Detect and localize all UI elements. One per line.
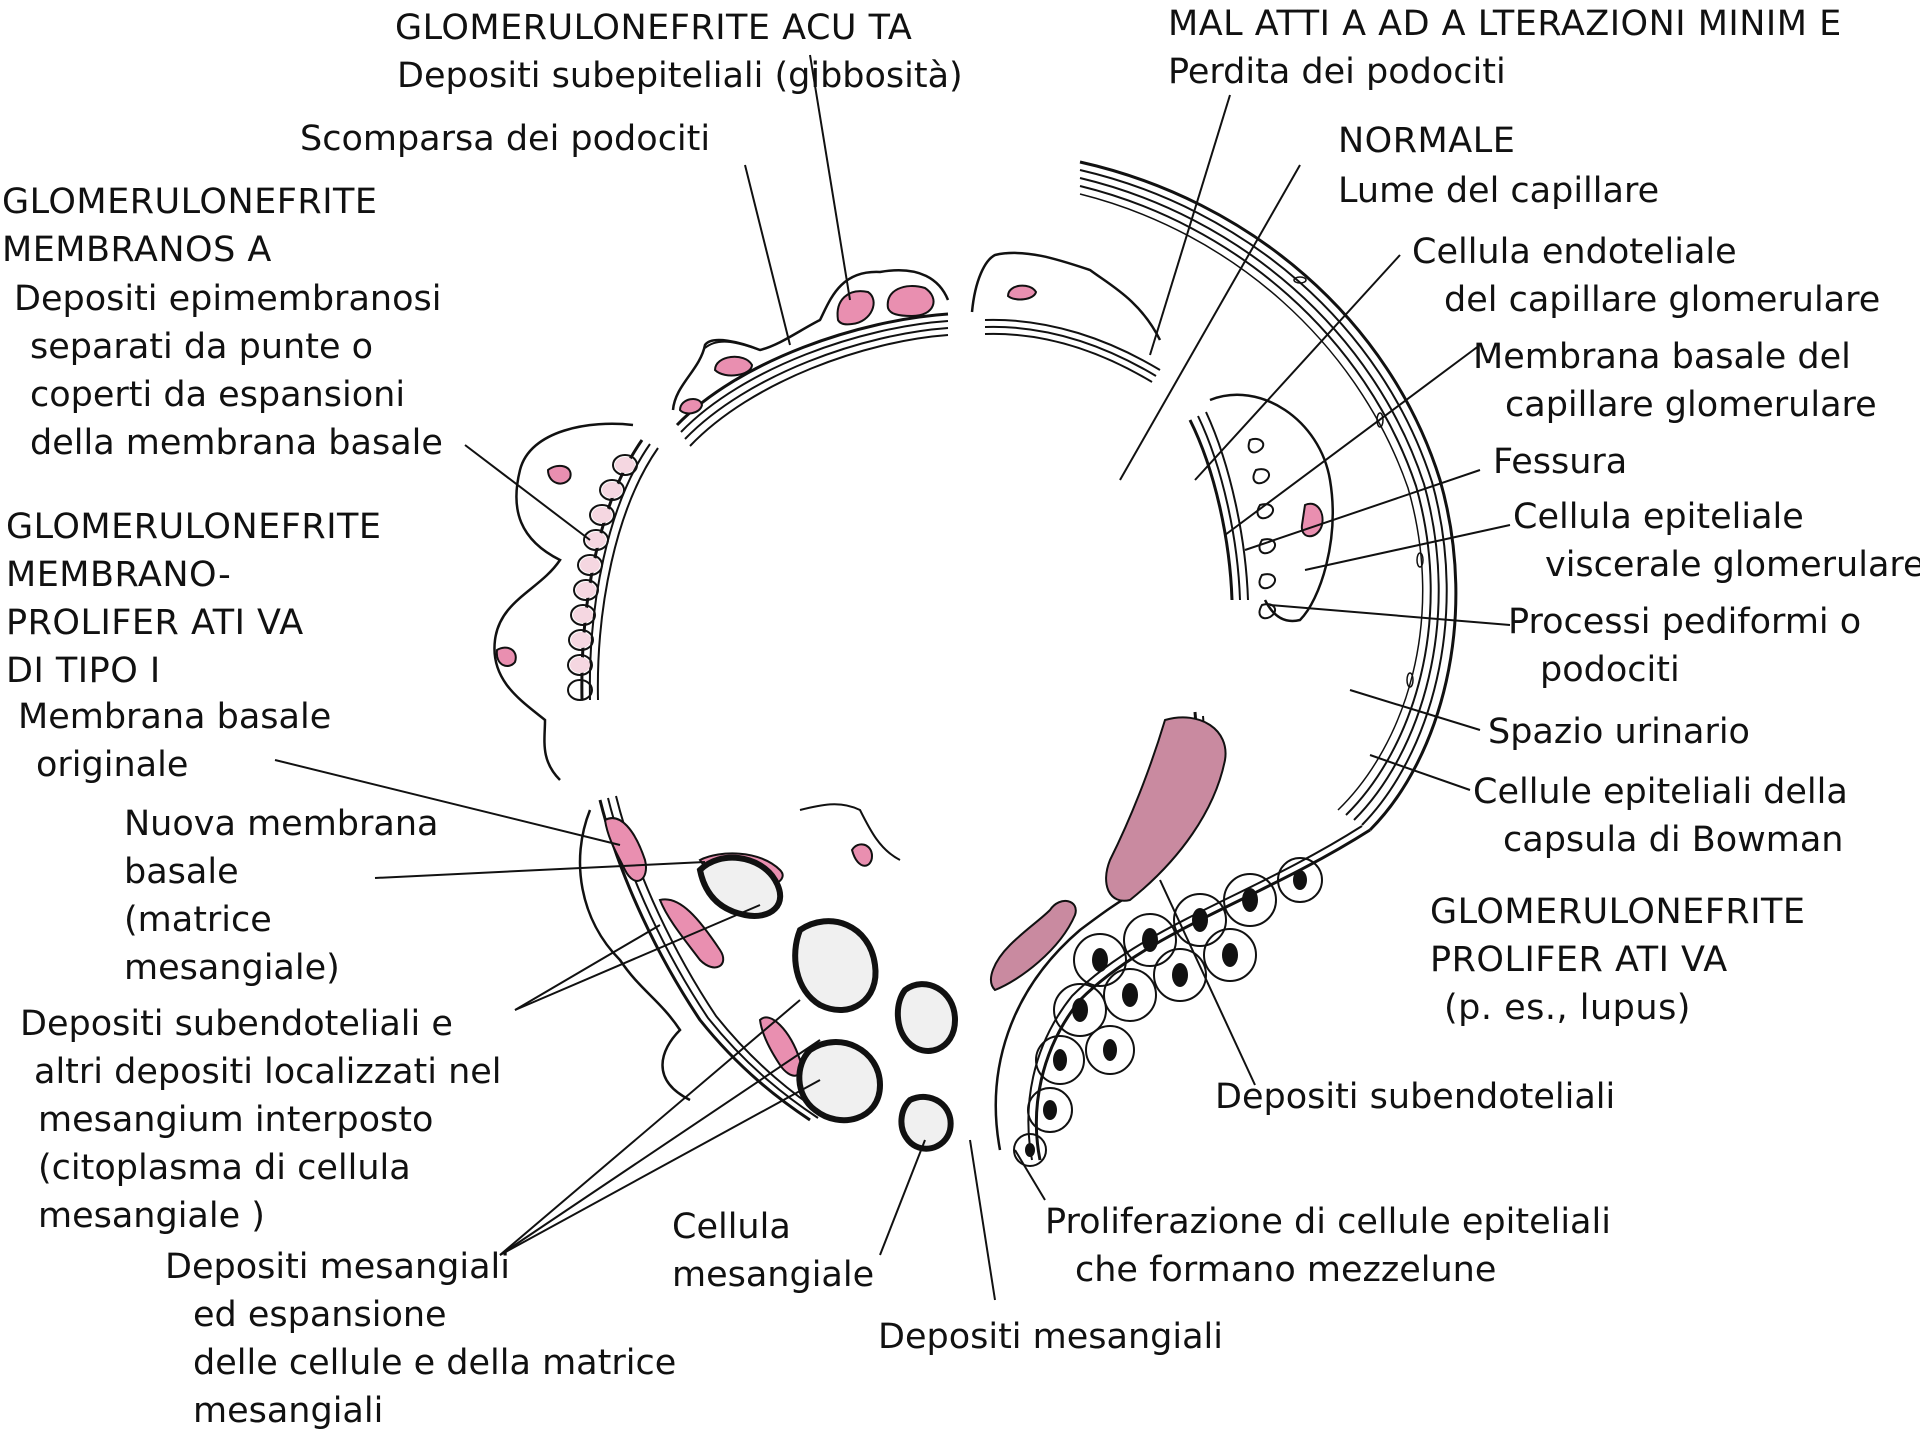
label-mesangial-cell: Cellula mesangiale [672,1207,875,1295]
label-proliferative-title: GLOMERULONEFRITE PROLIFER ATI VA (p. es.… [1430,892,1806,1028]
label-minimal-change-title: MAL ATTI A AD A LTERAZIONI MINIM E [1168,4,1842,44]
label-crescent-proliferation: Proliferazione di cellule epiteliali che… [1045,1202,1611,1290]
label-mesangial-deposits: Depositi mesangiali [878,1317,1223,1357]
label-mpgn-title: GLOMERULONEFRITE MEMBRANO- PROLIFER ATI … [6,507,382,691]
label-capillary-lumen: Lume del capillare [1338,171,1660,211]
label-subendothelial-deposits: Depositi subendoteliali [1215,1077,1616,1117]
label-membranous-desc: Depositi epimembranosi separati da punte… [14,279,443,463]
segment-minimal-change [970,251,1162,383]
segment-acute-gn [671,269,950,447]
label-mesangial-deposits-expansion: Depositi mesangiali ed espansione delle … [165,1247,677,1431]
label-membranous-title: GLOMERULONEFRITE MEMBRANOS A [2,182,378,270]
subepithelial-humps [678,285,935,415]
visceral-cell-nucleus [1300,502,1324,538]
label-podocyte-loss: Perdita dei podociti [1168,52,1506,92]
mpgn-extra-nucleus [850,843,874,867]
label-urinary-space: Spazio urinario [1488,712,1750,752]
mpgn-deposits [603,817,802,1077]
label-subepithelial-deposits: Depositi subepiteliali (gibbosità) [397,56,963,96]
segment-membranous [493,422,659,781]
label-podocyte-disappearance: Scomparsa dei podociti [300,119,711,159]
mesangial-cells [696,854,959,1152]
label-new-basement-membrane: Nuova membrana basale (matrice mesangial… [124,804,439,988]
label-visceral-epithelial: Cellula epiteliale viscerale glomerulare [1513,497,1920,585]
segment-normal [1079,160,1458,832]
subendothelial-deposits [990,716,1227,992]
label-acute-gn-title: GLOMERULONEFRITE ACU TA [395,8,913,48]
membranous-cell-nuclei [495,464,572,667]
label-endothelial-cell: Cellula endoteliale del capillare glomer… [1412,232,1881,320]
crescent-nuclei [1025,870,1307,1157]
label-bowman-capsule: Cellule epiteliali della capsula di Bowm… [1473,772,1848,860]
leader-lines [274,54,1511,1301]
label-fissure: Fessura [1493,442,1628,482]
label-basement-membrane: Membrana basale del capillare glomerular… [1473,337,1877,425]
label-normal-title: NORMALE [1338,121,1516,161]
label-original-basement-membrane: Membrana basale originale [18,697,332,785]
minimal-change-deposit [1006,284,1038,301]
label-subendothelial-mesangial: Depositi subendoteliali e altri depositi… [20,1004,502,1236]
epimembranous-deposits [570,457,635,673]
label-foot-processes: Processi pediformi o podociti [1508,602,1862,690]
